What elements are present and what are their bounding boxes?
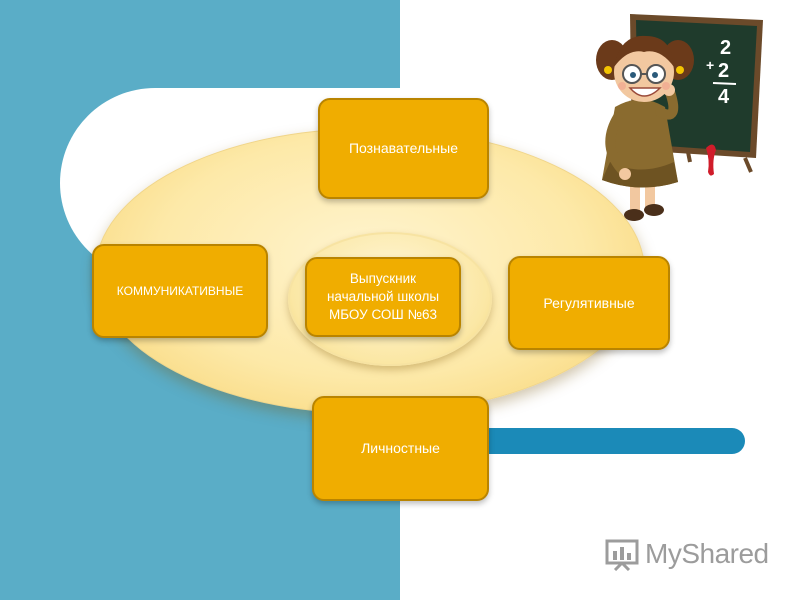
center-line-2: начальной школы xyxy=(326,288,440,304)
blue-accent-bar xyxy=(440,428,745,454)
node-regulative: Регулятивные xyxy=(508,256,670,350)
center-line-1: Выпускник xyxy=(349,270,417,286)
chalk-top: 2 xyxy=(720,37,731,59)
node-communicative-label: КОММУНИКАТИВНЫЕ xyxy=(116,283,244,298)
node-personal-label: Личностные xyxy=(361,440,440,457)
red-pointer-icon xyxy=(706,144,716,176)
node-cognitive: Познавательные xyxy=(318,98,489,199)
node-personal: Личностные xyxy=(312,396,489,501)
chalk-bottom: 4 xyxy=(718,86,730,108)
node-regulative-label: Регулятивные xyxy=(543,294,635,311)
girl-head xyxy=(596,35,694,102)
schoolgirl-chalkboard-illustration: 2 + 2 4 xyxy=(596,14,763,221)
chart-logo-icon xyxy=(605,539,639,571)
chalk-middle: 2 xyxy=(718,60,729,82)
logo-text: MyShared xyxy=(645,538,769,569)
myshared-logo: MyShared xyxy=(605,536,769,572)
node-center: Выпускник начальной школы МБОУ СОШ №63 xyxy=(305,257,461,337)
chalk-plus: + xyxy=(706,57,714,73)
node-cognitive-label: Познавательные xyxy=(348,140,458,157)
node-communicative: КОММУНИКАТИВНЫЕ xyxy=(92,244,268,338)
center-line-3: МБОУ СОШ №63 xyxy=(328,307,438,323)
